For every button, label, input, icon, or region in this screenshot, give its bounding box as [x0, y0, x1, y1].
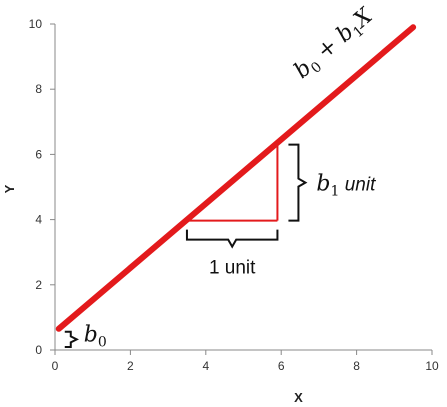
y-axis-title: Y — [2, 184, 17, 193]
chart-marks — [55, 24, 417, 332]
rise-label: b1 unit — [316, 172, 376, 200]
run-label: 1 unit — [209, 258, 256, 279]
x-tick-label: 10 — [425, 359, 439, 373]
intercept-brace — [64, 330, 80, 348]
x-tick-label: 6 — [278, 359, 285, 373]
annotations: 1 unit b1 unit b0 b0 + b1X — [64, 3, 381, 350]
axes — [54, 24, 432, 351]
line-equation-label: b0 + b1X — [290, 3, 381, 86]
y-tick-label: 10 — [29, 17, 43, 31]
y-tick-label: 8 — [35, 82, 42, 96]
y-tick-label: 4 — [35, 213, 42, 227]
intercept-label: b0 — [84, 322, 107, 350]
rise-brace — [288, 143, 308, 222]
x-tick-label: 2 — [127, 359, 134, 373]
regression-line — [55, 24, 417, 332]
run-brace — [185, 229, 279, 249]
y-tick-label: 6 — [35, 147, 42, 161]
tick-marks — [50, 23, 433, 355]
x-tick-label: 4 — [202, 359, 209, 373]
y-tick-label: 0 — [35, 343, 42, 357]
tick-labels: 0 2 4 6 8 10 0 2 4 6 8 10X Y — [2, 17, 439, 405]
x-tick-label: 0 — [52, 359, 59, 373]
y-tick-label: 2 — [35, 278, 42, 292]
x-axis-title: X — [294, 390, 303, 405]
x-tick-label: 8 — [353, 359, 360, 373]
